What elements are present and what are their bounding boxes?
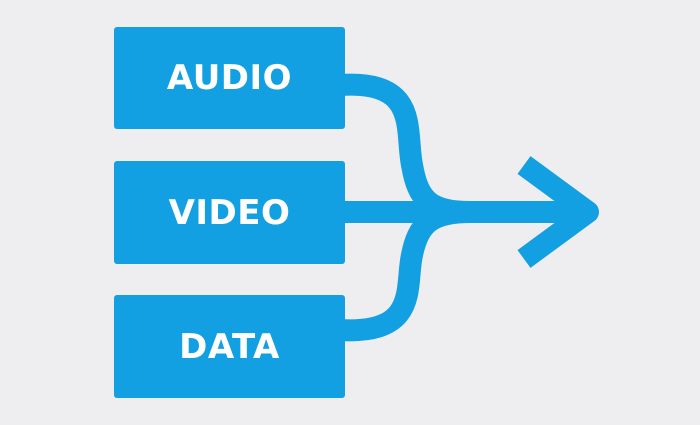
video-box: VIDEO: [114, 161, 345, 264]
data-connector: [339, 201, 471, 342]
audio-connector: [339, 73, 471, 223]
audio-label: AUDIO: [166, 58, 293, 98]
arrow-head: [517, 156, 599, 268]
data-label: DATA: [179, 326, 280, 367]
data-box: DATA: [114, 295, 345, 398]
video-label: VIDEO: [168, 192, 291, 233]
audio-box: AUDIO: [114, 27, 345, 129]
